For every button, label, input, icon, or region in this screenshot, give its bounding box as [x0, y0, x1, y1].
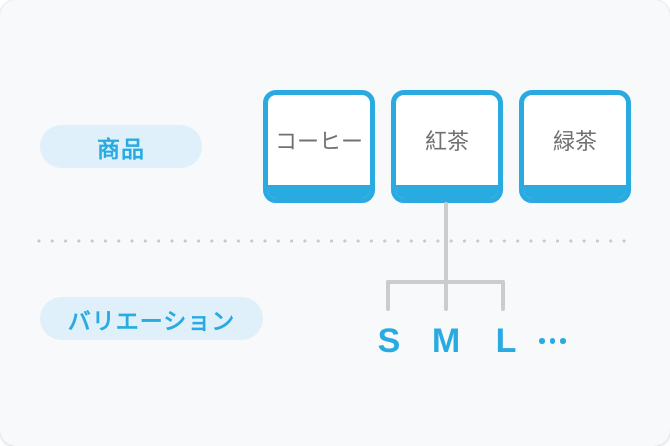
connector-vertical-line — [444, 202, 448, 284]
variation-size-m: M — [431, 322, 461, 360]
dotted-divider — [37, 239, 633, 243]
product-card-black-tea-label: 紅茶 — [424, 129, 469, 154]
variation-row-label: バリエーション — [40, 297, 263, 340]
connector-stub-right — [501, 280, 505, 311]
product-card-green-tea: 緑茶 — [519, 90, 631, 203]
product-card-coffee-label: コーヒー — [274, 129, 363, 154]
connector-stub-left — [386, 280, 390, 311]
product-card-black-tea: 紅茶 — [391, 90, 503, 203]
product-row-label: 商品 — [40, 125, 202, 168]
product-card-coffee: コーヒー — [263, 90, 375, 203]
ellipsis-icon — [539, 338, 566, 344]
variation-size-s: S — [377, 322, 401, 360]
variation-size-l: L — [495, 322, 517, 360]
product-card-green-tea-label: 緑茶 — [552, 129, 597, 154]
connector-stub-center — [444, 280, 448, 311]
